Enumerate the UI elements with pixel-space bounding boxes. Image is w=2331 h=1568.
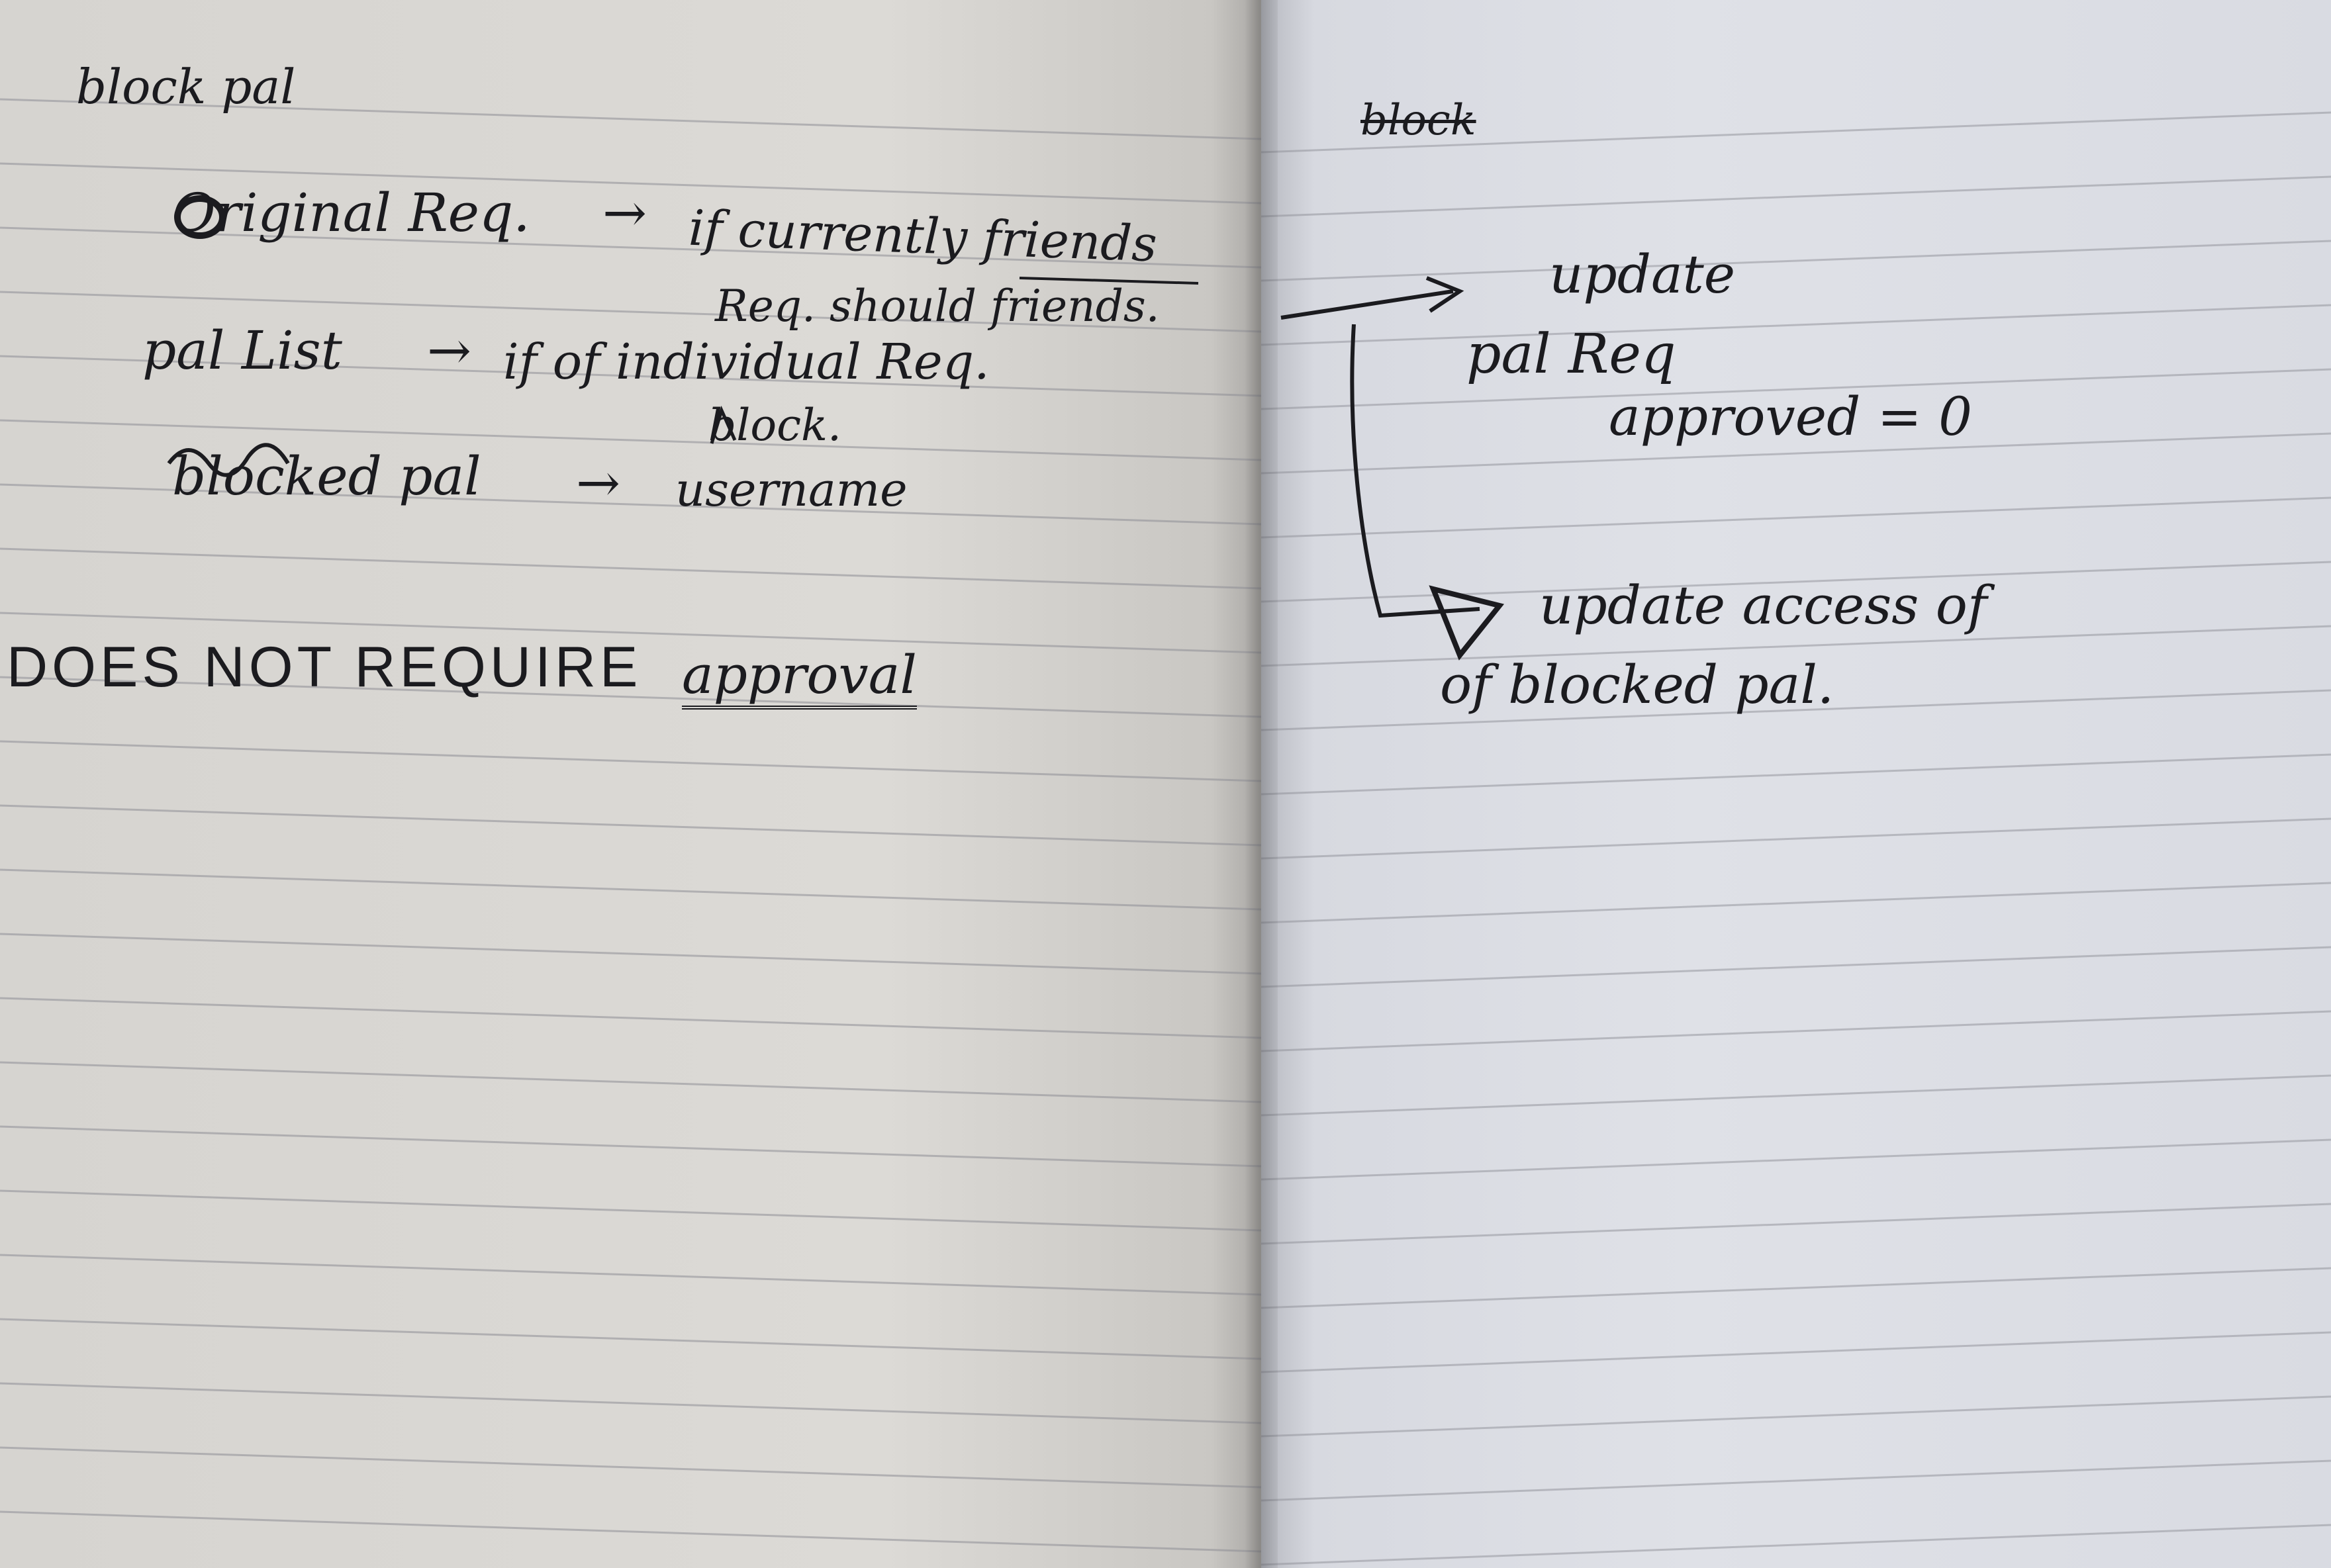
step-detail: approved = 0: [1609, 386, 1973, 447]
ruled-line: [1261, 368, 2331, 410]
ruled-line: [1261, 1138, 2331, 1181]
ruled-line: [0, 804, 1261, 847]
ruled-line: [0, 355, 1261, 397]
row-label: Original Req.: [172, 182, 530, 244]
notice-emphasis: approval: [682, 649, 917, 710]
ruled-line: [1261, 625, 2331, 667]
row-label: pal List: [142, 320, 342, 381]
ruled-line: [0, 1510, 1261, 1553]
ruled-line: [0, 1254, 1261, 1296]
left-ink-marks: [167, 195, 1199, 477]
ruled-line: [0, 547, 1261, 590]
notice-text: DOES NOT REQUIRE: [7, 635, 642, 699]
ruled-line: [0, 1446, 1261, 1489]
ruled-line: [0, 419, 1261, 461]
cross-out-scribble: [167, 443, 290, 477]
ruled-line: [1261, 304, 2331, 346]
ruled-line: [1261, 817, 2331, 860]
ruled-line: [1261, 1074, 2331, 1117]
ruled-line: [1261, 753, 2331, 796]
ruled-line: [1261, 1203, 2331, 1245]
flow-line: [1350, 324, 1480, 618]
row-arrow: →: [576, 452, 621, 514]
ruled-line: [1261, 432, 2331, 475]
ruled-line: [0, 1382, 1261, 1424]
row-note: if of individual Req.: [503, 334, 990, 391]
ruled-line: [0, 612, 1261, 654]
struck-word: block: [1360, 96, 1476, 145]
row-note: username: [675, 463, 908, 517]
ruled-line: [1261, 689, 2331, 731]
right-page: block update pal Req approved = 0 update…: [1261, 0, 2331, 1568]
ruled-line: [1261, 882, 2331, 924]
step-target: pal Req: [1466, 323, 1676, 386]
row-arrow: →: [427, 320, 472, 381]
ruled-line: [0, 162, 1261, 205]
ruled-line: [0, 483, 1261, 526]
ruled-line: [1261, 1524, 2331, 1566]
ruled-line: [1261, 1331, 2331, 1373]
ruled-line: [1261, 1010, 2331, 1052]
right-ink-marks: [1280, 276, 1505, 661]
ruled-line: [0, 1061, 1261, 1103]
arrow-icon: [1280, 289, 1454, 320]
ruled-line: [1261, 175, 2331, 218]
scribbled-o-mark: [174, 195, 226, 239]
ruled-line: [0, 98, 1261, 140]
ruled-line: [1261, 1459, 2331, 1502]
ruled-line: [1261, 1267, 2331, 1309]
step-title: update access of: [1539, 575, 1987, 636]
ruled-line: [1261, 1395, 2331, 1438]
triangle-arrowhead-icon: [1429, 585, 1505, 661]
ruled-line: [1261, 561, 2331, 603]
row-note: Req. should friends.: [715, 281, 1160, 332]
ruled-line: [0, 1189, 1261, 1232]
step-target: of blocked pal.: [1440, 654, 1834, 715]
ruled-line: [1261, 111, 2331, 154]
ruled-line: [0, 868, 1261, 911]
step-title: update: [1549, 244, 1736, 305]
ruled-line: [1261, 946, 2331, 988]
ruled-line: [0, 933, 1261, 975]
left-page: block pal Original Req. → if currently f…: [0, 0, 1261, 1568]
row-note: block.: [708, 400, 842, 451]
arrowhead-icon: [1425, 276, 1464, 313]
ruled-line: [0, 1318, 1261, 1360]
notebook-gutter: [1245, 0, 1278, 1568]
page-heading: block pal: [76, 59, 296, 115]
right-page-rules: [1261, 111, 2331, 1566]
ruled-line: [1261, 496, 2331, 539]
ruled-line: [0, 291, 1261, 333]
underline-mark: [1019, 277, 1199, 285]
row-arrow: →: [602, 182, 647, 244]
ruled-line: [0, 740, 1261, 782]
ruled-line: [0, 1125, 1261, 1168]
ruled-line: [1261, 240, 2331, 282]
ruled-line: [0, 676, 1261, 718]
caret-mark: [710, 405, 737, 444]
ruled-line: [0, 997, 1261, 1039]
